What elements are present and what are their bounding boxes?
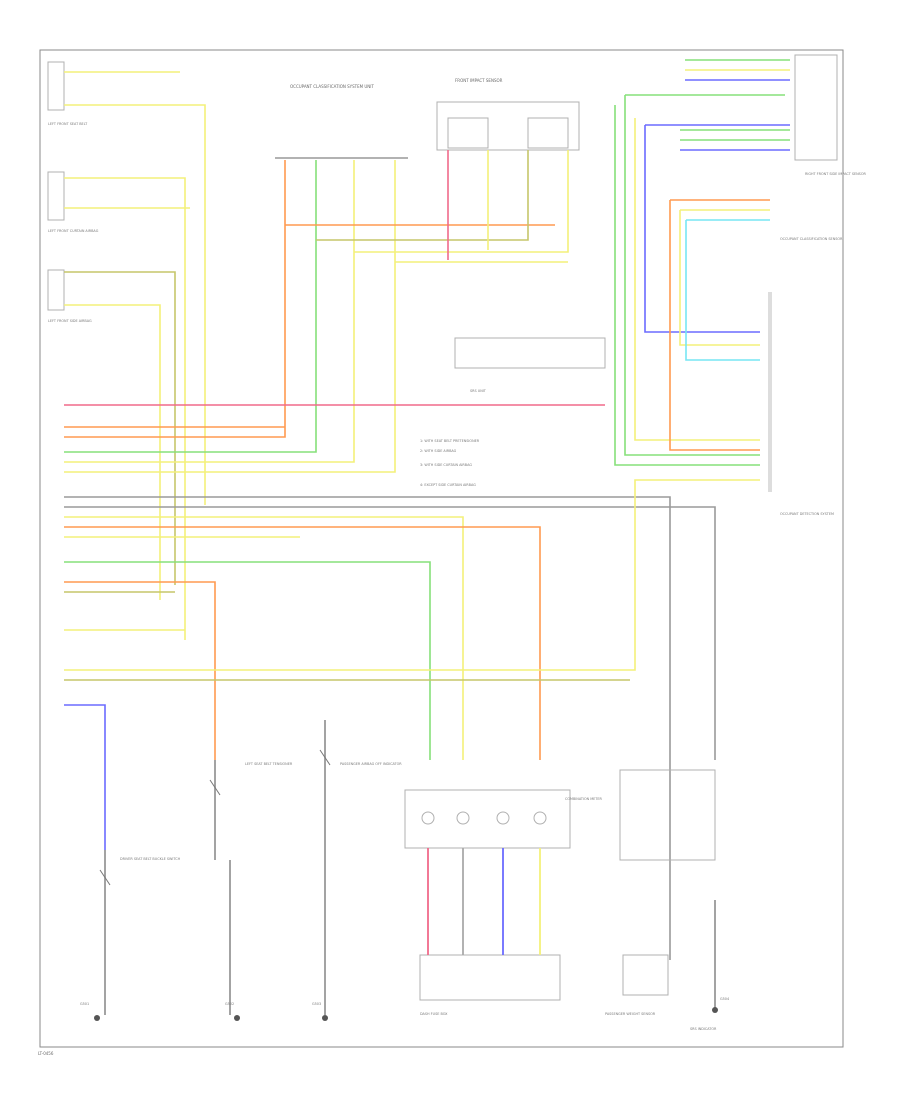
legend-item-3: 3: WITH SIDE CURTAIN AIRBAG [420, 463, 472, 467]
label-occ-detect: OCCUPANT DETECTION SYSTEM [780, 512, 834, 516]
label-left-rear-side: LEFT FRONT SIDE AIRBAG [48, 319, 92, 323]
footer-code: LT-0456 [38, 1051, 54, 1056]
legend-item-4: 4: EXCEPT SIDE CURTAIN AIRBAG [420, 483, 476, 487]
wires-right [614, 59, 790, 466]
label-g502: G502 [225, 1002, 234, 1006]
right-sensor-box [794, 54, 838, 161]
label-occ-sensor-top: OCCUPANT CLASSIFICATION SYSTEM UNIT [290, 84, 374, 89]
label-dash-fuse: DASH FUSE BOX [420, 1012, 448, 1016]
front-sensor-inner-right [527, 117, 569, 149]
label-srs-indicator: SRS INDICATOR [690, 1027, 717, 1031]
label-left-front-side: LEFT FRONT SEAT BELT [48, 122, 88, 126]
front-sensor-inner-left [447, 117, 489, 149]
label-driver-buckle: DRIVER SEAT BELT BUCKLE SWITCH [120, 857, 181, 861]
switch-symbols [99, 749, 331, 886]
ground-symbols [94, 1007, 718, 1021]
front-sensor-unit-box [419, 954, 561, 1001]
label-passenger-airbag-switch: PASSENGER AIRBAG OFF INDICATOR [340, 762, 402, 766]
connector-left-mid [47, 171, 65, 221]
legend-item-1: 1: WITH SEAT BELT PRETENSIONER [420, 439, 480, 443]
label-passenger-weight: PASSENGER WEIGHT SENSOR [605, 1012, 656, 1016]
meter-lamp-1 [421, 811, 435, 825]
srs-connector [454, 337, 606, 369]
connector-left-lower [47, 269, 65, 311]
label-occ-sensor: OCCUPANT CLASSIFICATION SENSOR [780, 237, 843, 241]
label-combo-meter: COMBINATION METER [565, 797, 603, 801]
diagram-frame [39, 49, 844, 1048]
meter-lamp-4 [533, 811, 547, 825]
meter-lamp-2 [456, 811, 470, 825]
label-g504: G504 [720, 997, 729, 1001]
weight-sensor-box [619, 769, 716, 861]
bottom-components [404, 769, 716, 1001]
connector-left-top [47, 61, 65, 111]
wires-main-bus [64, 404, 760, 960]
label-front-sensor: FRONT IMPACT SENSOR [455, 78, 503, 83]
legend-item-2: 2: WITH SIDE AIRBAG [420, 449, 457, 453]
combination-meter-box [404, 789, 571, 849]
front-sensor-box [436, 101, 580, 151]
srs-indicator-box [622, 954, 669, 996]
ground-g503 [322, 1015, 328, 1021]
label-srs-unit: SRS UNIT [470, 389, 487, 393]
legend: 1: WITH SEAT BELT PRETENSIONER 2: WITH S… [420, 439, 480, 487]
label-g503: G503 [312, 1002, 321, 1006]
label-right-side-sensor: RIGHT FRONT SIDE IMPACT SENSOR [805, 172, 867, 176]
wires-top-left [64, 71, 206, 640]
ground-g501 [94, 1015, 100, 1021]
meter-lamp-3 [496, 811, 510, 825]
wires-center-bundle [64, 150, 569, 473]
ground-g504 [712, 1007, 718, 1013]
srs-unit-pins [768, 292, 772, 492]
ground-g502 [234, 1015, 240, 1021]
label-g501: G501 [80, 1002, 89, 1006]
label-left-front-curtain: LEFT FRONT CURTAIN AIRBAG [48, 229, 99, 233]
label-left-seat-belt-tensioner: LEFT SEAT BELT TENSIONER [245, 762, 293, 766]
